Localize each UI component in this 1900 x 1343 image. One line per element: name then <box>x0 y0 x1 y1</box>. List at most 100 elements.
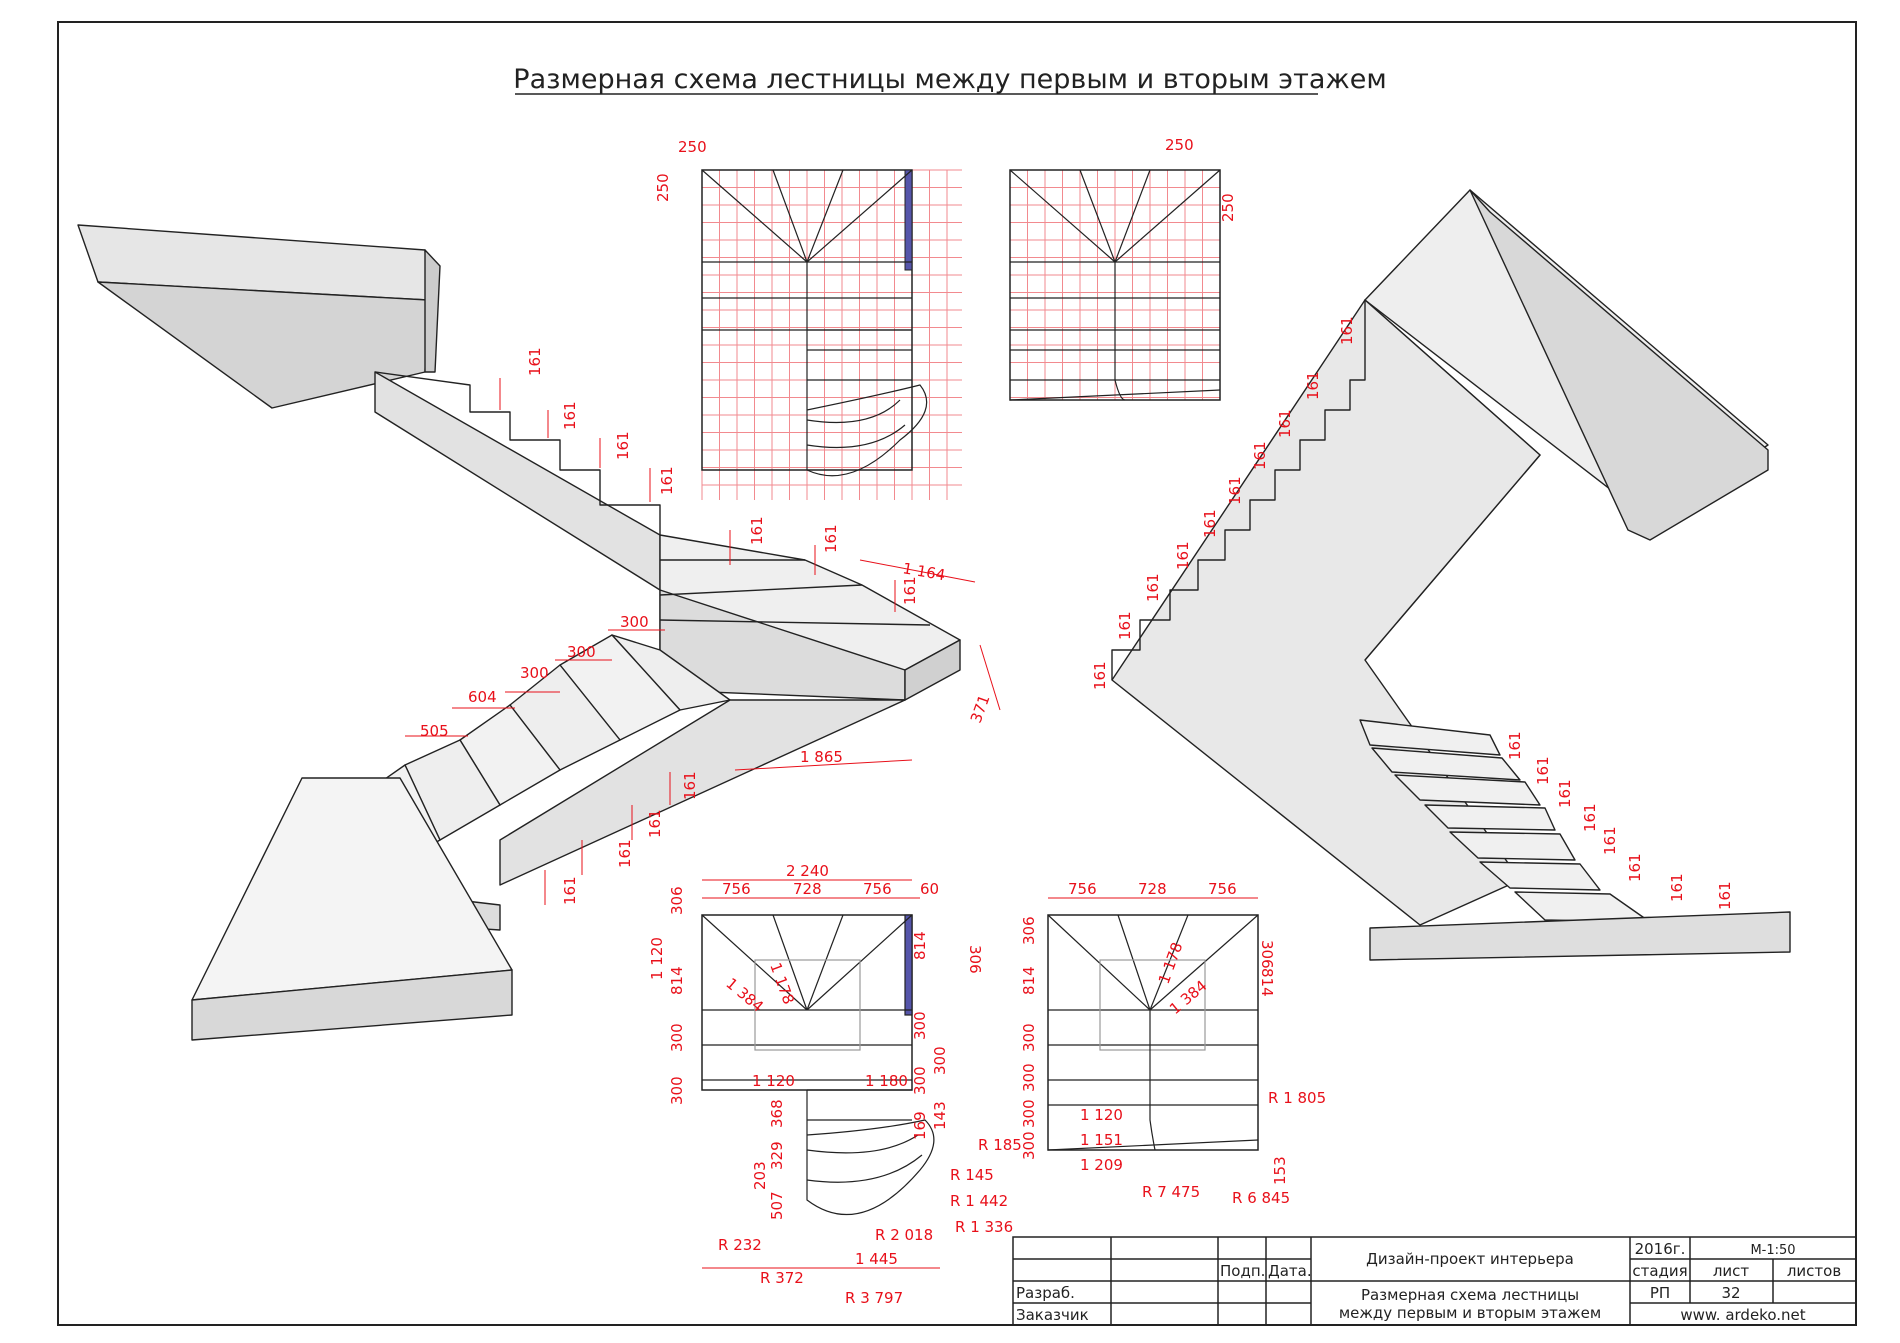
dim-bl-1178: 1 178 <box>766 960 798 1007</box>
dim-br-1178: 1 178 <box>1155 940 1187 987</box>
dim-bl-r300a: 300 <box>911 1011 929 1040</box>
svg-text:161: 161 <box>1626 853 1644 882</box>
dim-br-r1805: R 1 805 <box>1268 1089 1326 1107</box>
svg-text:161: 161 <box>616 839 634 868</box>
plan-bottom-left-dims <box>702 879 920 899</box>
plan-top-right <box>1009 169 1221 401</box>
svg-text:161: 161 <box>614 431 632 460</box>
svg-text:161: 161 <box>1506 731 1524 760</box>
svg-text:161: 161 <box>1581 803 1599 832</box>
svg-text:161: 161 <box>1251 441 1269 470</box>
dim-bl-r145: R 145 <box>950 1166 994 1184</box>
plan-bottom-right <box>1047 914 1259 1151</box>
iso-stair-right <box>1111 189 1791 961</box>
dim-br-1151: 1 151 <box>1080 1131 1123 1149</box>
dim-bl-r814: 814 <box>911 931 929 960</box>
svg-text:161: 161 <box>1304 371 1322 400</box>
dim-bl-r3797: R 3 797 <box>845 1289 903 1307</box>
svg-text:161: 161 <box>1201 509 1219 538</box>
dim-bl-60: 60 <box>920 880 939 898</box>
tb-stadia-label: стадия <box>1632 1262 1687 1280</box>
dim-bl-r300b: 300 <box>911 1066 929 1095</box>
tb-data: Дата. <box>1268 1262 1312 1280</box>
svg-text:161: 161 <box>748 516 766 545</box>
page-title: Размерная схема лестницы между первым и … <box>513 64 1386 95</box>
svg-text:161: 161 <box>1276 409 1294 438</box>
svg-text:1 865: 1 865 <box>800 748 843 766</box>
dim-bl-368: 368 <box>768 1099 786 1128</box>
tb-zakazchik: Заказчик <box>1016 1306 1089 1324</box>
dim-bl-r2018: R 2 018 <box>875 1226 933 1244</box>
dim-bl-l814: 814 <box>668 966 686 995</box>
svg-text:161: 161 <box>1556 779 1574 808</box>
tb-scale: М-1:50 <box>1750 1243 1795 1258</box>
tb-sheet-name-2: между первым и вторым этажем <box>1339 1304 1601 1322</box>
dim-tr-250-a: 250 <box>1165 136 1194 154</box>
dim-bl-r143: 143 <box>931 1101 949 1130</box>
dim-bl-r169: 169 <box>911 1111 929 1140</box>
dim-br-l814: 814 <box>1020 966 1038 995</box>
dim-bl-507: 507 <box>768 1191 786 1220</box>
tb-site: www. ardeko.net <box>1680 1306 1805 1324</box>
iso-stair-left <box>77 224 961 1041</box>
dim-bl-r185: R 185 <box>978 1136 1022 1154</box>
svg-text:161: 161 <box>526 347 544 376</box>
dim-bl-r372: R 372 <box>760 1269 804 1287</box>
dim-bl-l300b: 300 <box>668 1076 686 1105</box>
svg-text:161: 161 <box>1226 476 1244 505</box>
iso-left-dimensions <box>405 378 1001 905</box>
svg-text:300: 300 <box>567 643 596 661</box>
dim-br-756a: 756 <box>1068 880 1097 898</box>
svg-text:604: 604 <box>468 688 497 706</box>
svg-text:161: 161 <box>1534 756 1552 785</box>
svg-text:161: 161 <box>1116 611 1134 640</box>
dim-br-r306: 306 <box>1258 940 1276 969</box>
svg-text:161: 161 <box>561 876 579 905</box>
tb-year: 2016г. <box>1635 1240 1686 1258</box>
dim-tl-250-a: 250 <box>678 138 707 156</box>
svg-text:161: 161 <box>1601 826 1619 855</box>
dim-bl-756a: 756 <box>722 880 751 898</box>
dim-bl-1445: 1 445 <box>855 1250 898 1268</box>
dim-bl-728: 728 <box>793 880 822 898</box>
iso-right-dim-text: 161 161 161 161 161 161 161 161 161 161 … <box>1091 316 1734 910</box>
dim-bl-1120m: 1 120 <box>752 1072 795 1090</box>
svg-text:161: 161 <box>1338 316 1356 345</box>
dim-br-756b: 756 <box>1208 880 1237 898</box>
sheet-frame <box>57 21 1857 1326</box>
svg-text:161: 161 <box>561 401 579 430</box>
tb-sheet-name-1: Размерная схема лестницы <box>1361 1286 1579 1304</box>
svg-text:161: 161 <box>822 524 840 553</box>
dim-br-l300b: 300 <box>1020 1063 1038 1092</box>
svg-text:161: 161 <box>1091 661 1109 690</box>
dim-bl-203: 203 <box>751 1161 769 1190</box>
dim-br-r6845: R 6 845 <box>1232 1189 1290 1207</box>
dim-br-l306: 306 <box>1020 916 1038 945</box>
dim-br-r7475: R 7 475 <box>1142 1183 1200 1201</box>
svg-text:161: 161 <box>1144 573 1162 602</box>
svg-text:161: 161 <box>1668 873 1686 902</box>
dim-br-153: 153 <box>1271 1156 1289 1185</box>
dim-br-1120: 1 120 <box>1080 1106 1123 1124</box>
dim-bl-r1442: R 1 442 <box>950 1192 1008 1210</box>
dim-bl-1180m: 1 180 <box>865 1072 908 1090</box>
svg-text:505: 505 <box>420 722 449 740</box>
svg-text:161: 161 <box>681 771 699 800</box>
svg-text:300: 300 <box>520 664 549 682</box>
tb-razrab: Разраб. <box>1016 1284 1075 1302</box>
dim-bl-l306: 306 <box>668 886 686 915</box>
svg-text:161: 161 <box>658 466 676 495</box>
tb-list-label: лист <box>1713 1262 1750 1280</box>
dim-bl-l1120: 1 120 <box>648 937 666 980</box>
title-block <box>1012 1236 1857 1326</box>
dim-bl-r306: 306 <box>966 945 984 974</box>
dim-br-l300c: 300 <box>1020 1099 1038 1128</box>
dim-tr-250-b: 250 <box>1219 193 1237 222</box>
tb-list: 32 <box>1721 1284 1740 1302</box>
tb-listov-label: листов <box>1787 1262 1841 1280</box>
dim-bl-l300a: 300 <box>668 1023 686 1052</box>
svg-text:300: 300 <box>620 613 649 631</box>
dim-bl-r300c: 300 <box>931 1046 949 1075</box>
svg-text:161: 161 <box>646 809 664 838</box>
